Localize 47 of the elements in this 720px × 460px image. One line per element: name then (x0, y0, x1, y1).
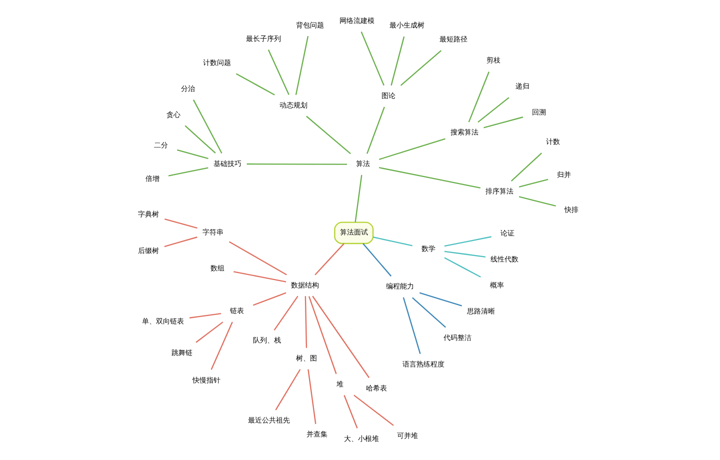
connector (176, 149, 208, 160)
connector (308, 369, 316, 424)
connector (390, 36, 405, 86)
connector (184, 125, 216, 154)
connector (189, 312, 222, 318)
connector (478, 97, 510, 123)
connector (275, 369, 301, 410)
connector (518, 196, 556, 207)
connector (314, 243, 344, 276)
connector (308, 296, 337, 374)
connector (444, 250, 486, 258)
connector (304, 296, 308, 348)
connector (362, 243, 392, 277)
connector (379, 138, 446, 160)
connector (228, 241, 287, 276)
connector (306, 116, 351, 154)
connector (192, 100, 222, 154)
connector (295, 36, 309, 95)
connector (168, 167, 208, 176)
connector (164, 236, 198, 248)
connector (402, 297, 421, 354)
connector (419, 292, 462, 306)
connector (354, 394, 394, 426)
connector (234, 271, 286, 282)
connector (196, 322, 224, 343)
connector (246, 163, 347, 165)
connector (268, 49, 290, 96)
connector (360, 32, 384, 86)
connector (164, 218, 198, 229)
connector (236, 73, 275, 96)
connector (484, 116, 524, 128)
connector (366, 106, 385, 154)
connector (444, 257, 481, 278)
connector (444, 236, 492, 247)
connector (510, 152, 542, 182)
connector (378, 167, 481, 189)
connector (354, 174, 362, 222)
connector (468, 72, 490, 122)
connector (312, 296, 370, 378)
connector (400, 50, 442, 86)
connector (252, 292, 286, 306)
connector (344, 395, 358, 428)
connector (210, 322, 233, 370)
connector (518, 178, 548, 188)
connector (412, 297, 446, 328)
connector (274, 296, 298, 331)
connector (372, 236, 412, 246)
